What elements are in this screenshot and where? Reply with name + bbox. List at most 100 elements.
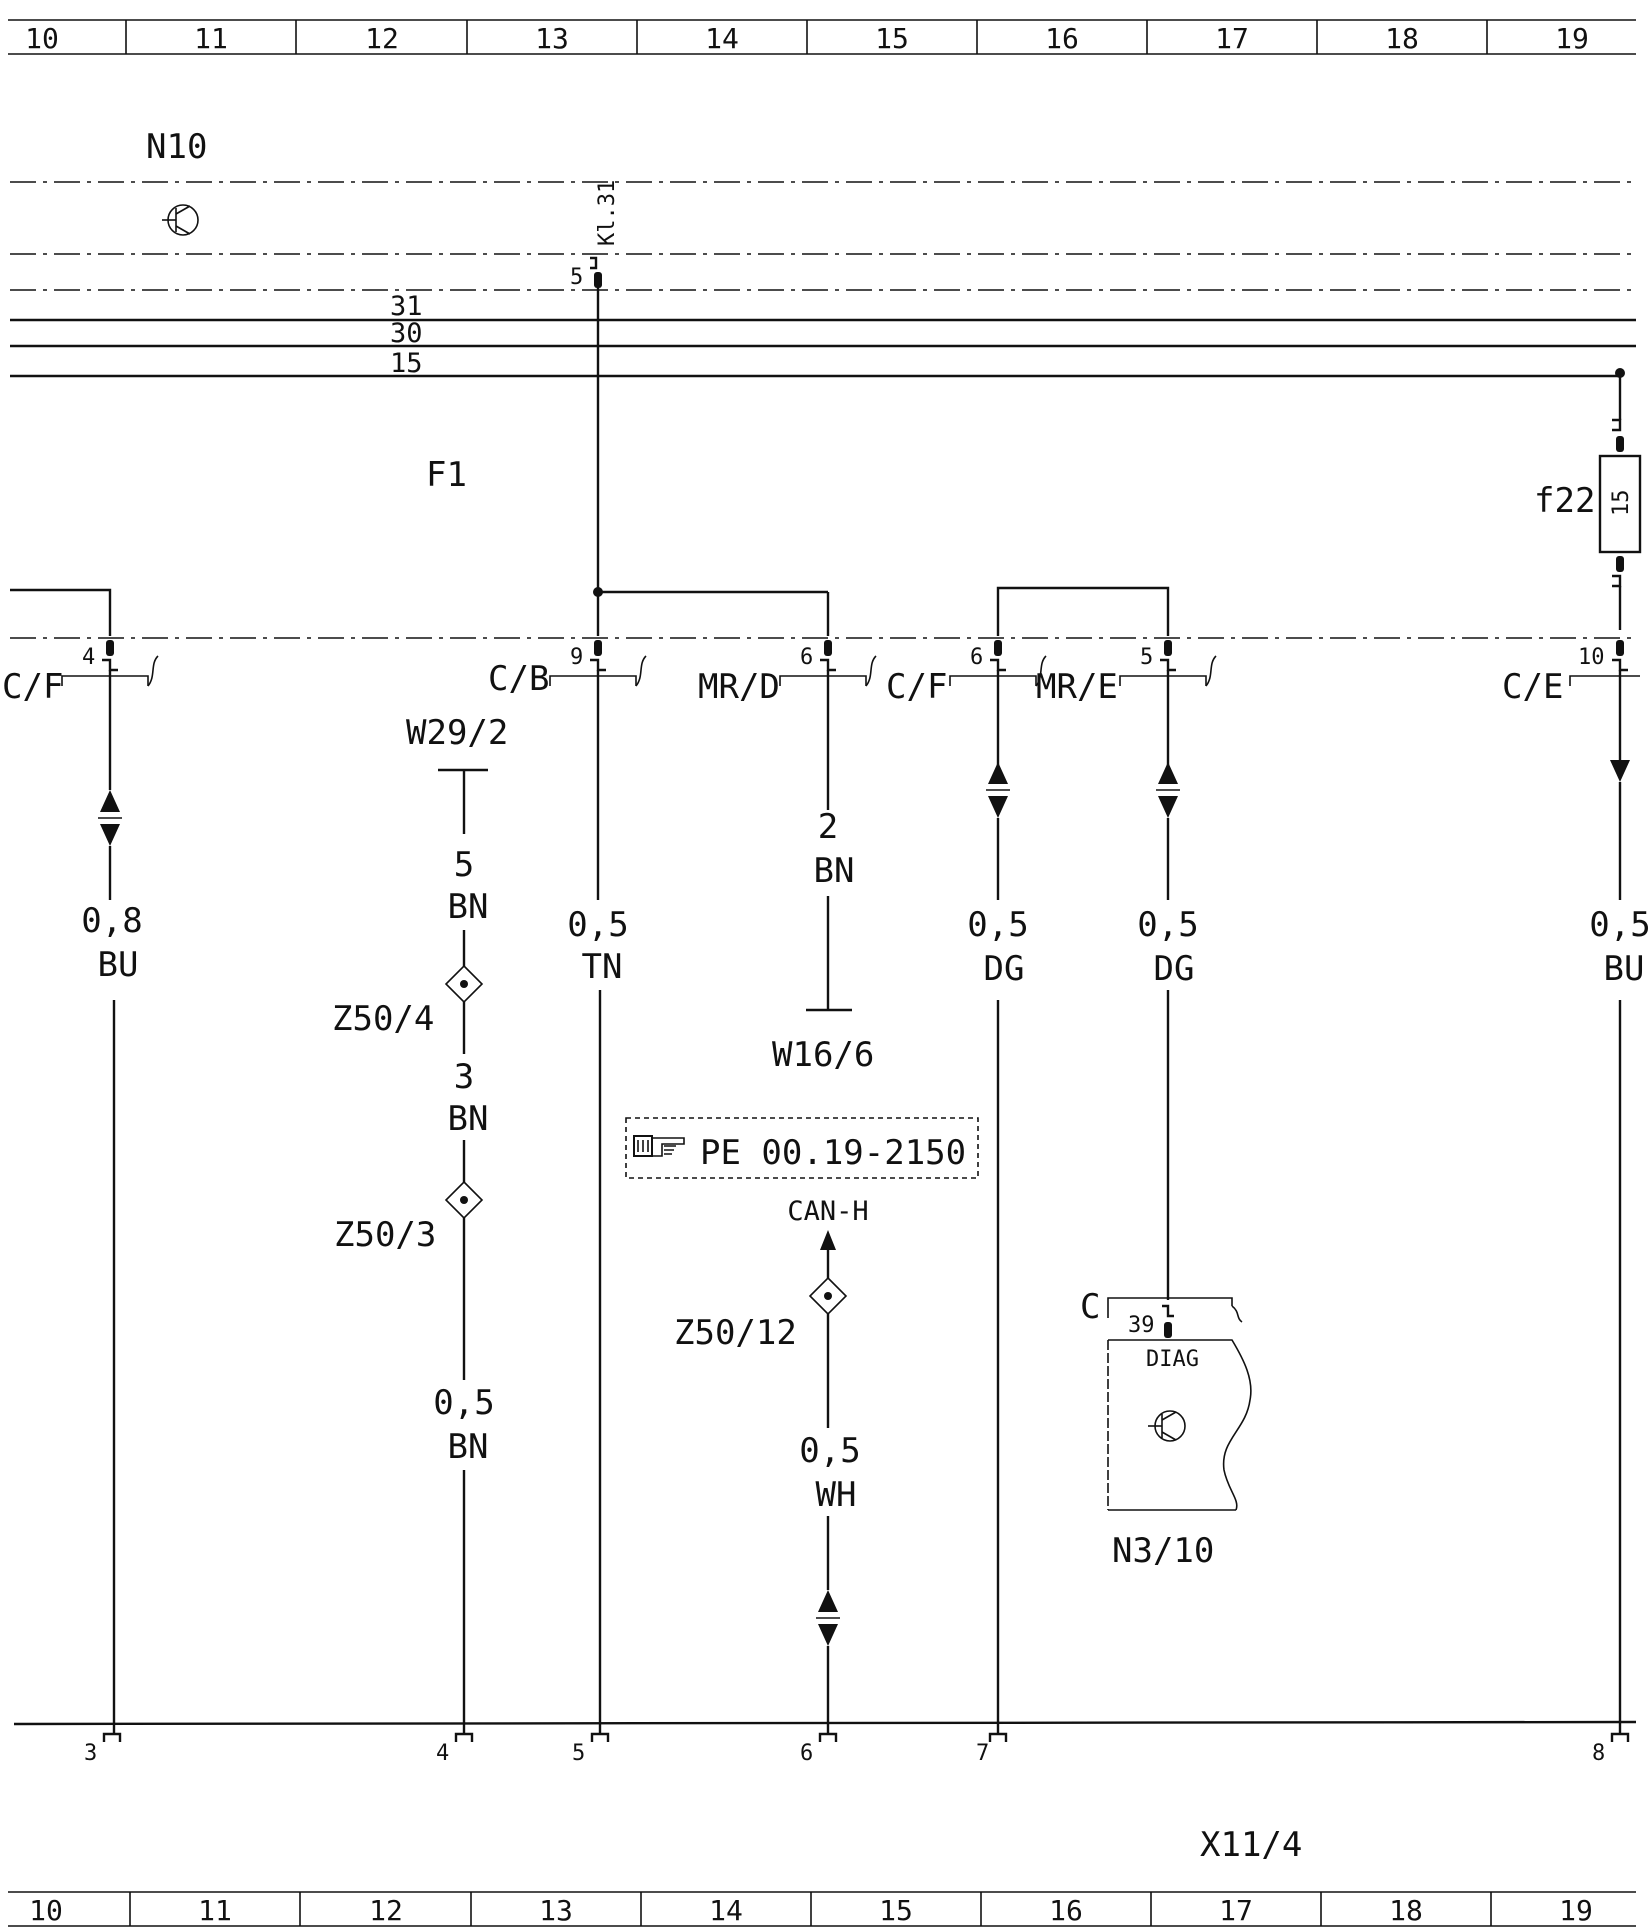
w16-6-label: W16/6 [772,1035,874,1075]
connector-cf-4: C/F 4 [2,640,159,707]
ruler-bottom-col-17: 17 [1219,1894,1253,1927]
connector-cb-9-pin: 9 [570,645,583,670]
wire-label-ce10: 0,5 BU [1589,905,1648,989]
f22-rating: 15 [1609,490,1634,517]
ruler-bottom-col-14: 14 [709,1894,743,1927]
x11-4-label: X11/4 [1200,1825,1302,1865]
bus-31-label: 31 [390,291,423,322]
connector-ce-10-pin: 10 [1578,645,1605,670]
ruler-col-15: 15 [875,22,909,55]
can-h-label: CAN-H [787,1196,868,1227]
wire-size: 3 [454,1057,474,1097]
connector-cf-6: C/F 6 [886,640,1047,707]
ruler-col-13: 13 [535,22,569,55]
connector-cb-9-label: C/B [488,659,549,699]
jumper-cf-mre [996,586,1170,636]
wire-color: BN [814,851,855,891]
wire-color: BN [448,1427,489,1467]
wire-color: TN [582,947,623,987]
connector-mre-5-label: MR/E [1036,667,1118,707]
ruler-col-11: 11 [194,22,228,55]
wire-size: 0,5 [433,1383,494,1423]
n3-10-port-label: DIAG [1146,1347,1199,1372]
z50-4-label: Z50/4 [332,999,434,1039]
ruler-bottom-col-10: 10 [29,1894,63,1927]
bottom-ruler: 10 11 12 13 14 15 16 17 18 19 [8,1891,1636,1927]
ruler-bottom-col-18: 18 [1389,1894,1423,1927]
pe-reference-text: PE 00.19-2150 [700,1133,966,1173]
x11-4-pin: 7 [976,1741,989,1766]
n10-label: N10 [146,127,207,167]
n10-module: N10 [10,127,1636,291]
hand-pointer-icon [633,1135,685,1157]
bus-15-label: 15 [390,348,423,379]
x11-4-connector: 3 4 5 6 7 8 X11/4 [13,1720,1637,1865]
connector-cf-6-label: C/F [886,667,947,707]
connector-ce-10-label: C/E [1502,667,1563,707]
f22-label: f22 [1534,481,1595,521]
z50-4-splice: Z50/4 [332,964,484,1039]
wire-label-col10: 0,8 BU [81,901,142,985]
left-feed-wire [10,588,112,636]
wire-color: BU [98,945,139,985]
n10-transistor-icon [162,204,199,236]
wire-color: DG [984,949,1025,989]
wire-label-w29-5bn: 5 BN [448,845,489,927]
x11-4-pin: 4 [436,1741,449,1766]
x11-4-pin: 5 [572,1741,585,1766]
wire-size: 0,5 [967,905,1028,945]
wire-color: DG [1154,949,1195,989]
x11-4-pin: 3 [84,1741,97,1766]
connector-mre-5: MR/E 5 [1036,640,1217,707]
x11-4-pin: 6 [800,1741,813,1766]
wire-label-mr-d: 2 BN [814,807,855,891]
wire-size: 0,5 [799,1431,860,1471]
ruler-col-17: 17 [1215,22,1249,55]
kl31-terminal: Kl.31 5 [570,180,620,290]
plug-connector-mre5 [1156,762,1180,818]
kl31-pin-label: 5 [570,265,583,290]
wire-label-z50-3bn: 3 BN [448,1057,489,1139]
bus-30-label: 30 [390,318,423,349]
connector-ce-10: C/E 10 [1502,640,1640,707]
connector-mrd-6-label: MR/D [698,667,780,707]
ruler-col-14: 14 [705,22,739,55]
n3-10-pin: 39 [1128,1313,1155,1338]
n3-10-transistor-icon [1148,1410,1186,1442]
connector-cf-4-pin: 4 [82,645,95,670]
f22-fuse: 15 f22 [1534,368,1642,630]
n3-10-label: N3/10 [1112,1531,1214,1571]
f1-label: F1 [426,455,467,495]
plug-connector-can [816,1590,840,1646]
wire-label-z50-05bn: 0,5 BN [433,1383,494,1467]
plug-connector-cf6 [986,762,1010,818]
ruler-col-19: 19 [1555,22,1589,55]
connector-cf-6-pin: 6 [970,645,983,670]
w29-2-label: W29/2 [406,713,508,753]
kl31-label: Kl.31 [595,180,620,246]
z50-3-splice: Z50/3 [334,1180,484,1255]
wire-color: BN [448,887,489,927]
ruler-col-18: 18 [1385,22,1419,55]
plug-connector-col10 [98,790,122,846]
ruler-col-16: 16 [1045,22,1079,55]
wire-size: 0,5 [1137,905,1198,945]
n3-10-connector-label: C [1080,1287,1100,1327]
wire-color: BN [448,1099,489,1139]
wire-size: 2 [818,807,838,847]
connector-cb-9: C/B 9 [488,640,647,699]
top-ruler: 10 11 12 13 14 15 16 17 18 19 [8,19,1636,55]
pe-reference-note[interactable]: PE 00.19-2150 [625,1117,979,1179]
ruler-col-10: 10 [25,22,59,55]
z50-12-splice: Z50/12 [674,1276,848,1353]
ruler-col-12: 12 [365,22,399,55]
wire-size: 5 [454,845,474,885]
ruler-bottom-col-12: 12 [369,1894,403,1927]
w29-2-ground: W29/2 [406,713,508,834]
wire-color: BU [1604,949,1645,989]
ruler-bottom-col-19: 19 [1559,1894,1593,1927]
ruler-bottom-col-15: 15 [879,1894,913,1927]
power-bus: 31 30 15 [10,291,1636,379]
wire-size: 0,5 [1589,905,1648,945]
